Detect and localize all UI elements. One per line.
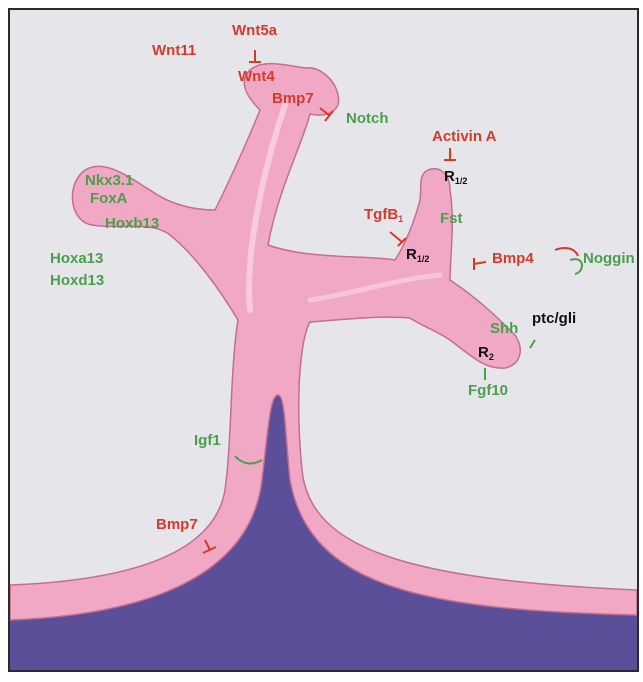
diagram-frame: Wnt11 Wnt5a Wnt4 Bmp7 Notch Activin A R1… xyxy=(8,8,639,672)
label-tgfb: TgfB1 xyxy=(364,206,403,228)
label-receptor-fgf: R2 xyxy=(478,344,494,366)
label-nkx3-1: Nkx3.1 xyxy=(85,172,133,189)
label-noggin: Noggin xyxy=(583,250,635,267)
label-bmp7-top: Bmp7 xyxy=(272,90,314,107)
label-wnt11: Wnt11 xyxy=(152,42,196,59)
label-fgf10: Fgf10 xyxy=(468,382,508,399)
label-fst: Fst xyxy=(440,210,463,227)
label-ptc-gli: ptc/gli xyxy=(532,310,576,327)
label-bmp7-bottom: Bmp7 xyxy=(156,516,198,533)
label-hoxb13: Hoxb13 xyxy=(105,215,159,232)
label-receptor-tgfb: R1/2 xyxy=(406,246,429,268)
prostate-duct xyxy=(10,64,637,620)
label-wnt5a: Wnt5a xyxy=(232,22,277,39)
label-receptor-activin: R1/2 xyxy=(444,168,467,190)
label-hoxd13: Hoxd13 xyxy=(50,272,104,289)
label-wnt4: Wnt4 xyxy=(238,68,275,85)
label-igf1: Igf1 xyxy=(194,432,221,449)
label-foxa: FoxA xyxy=(90,190,128,207)
label-activin-a: Activin A xyxy=(432,128,496,145)
label-shh: Shh xyxy=(490,320,518,337)
bmp4-noggin-arrow xyxy=(555,248,578,256)
label-hoxa13: Hoxa13 xyxy=(50,250,103,267)
label-bmp4: Bmp4 xyxy=(492,250,534,267)
duct-illustration xyxy=(10,10,637,670)
label-notch: Notch xyxy=(346,110,389,127)
